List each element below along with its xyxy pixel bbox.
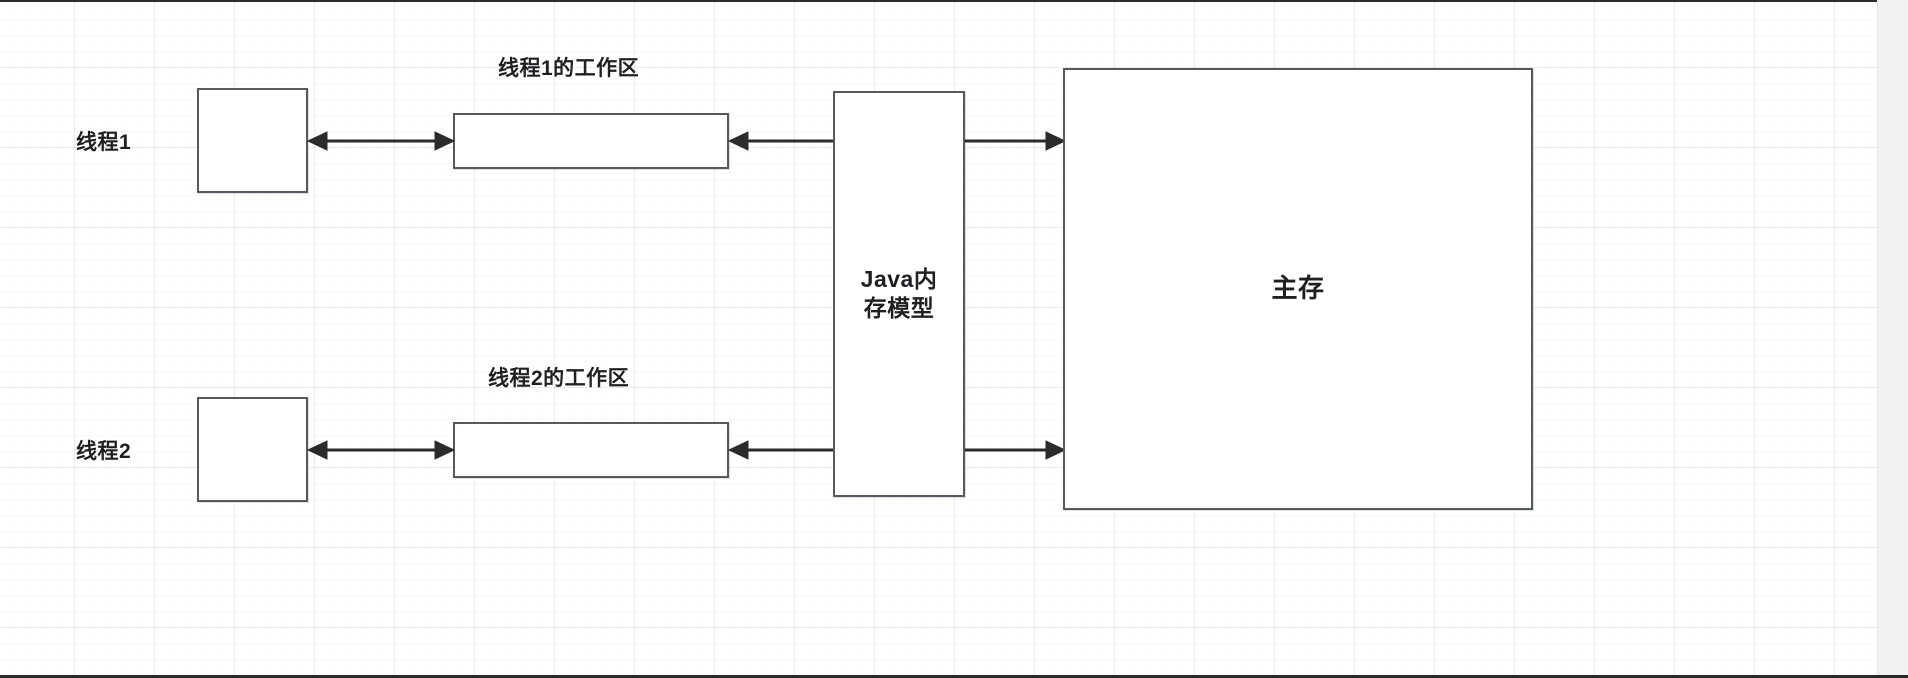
connector-jmm-mainmemory-bottom — [965, 440, 1067, 460]
connector-thread2-workarea2 — [306, 440, 456, 460]
arrowhead-left — [727, 131, 749, 151]
connector-jmm-workarea2 — [727, 440, 835, 460]
thread2-label: 线程2 — [76, 440, 132, 463]
java-memory-model-label: Java内 存模型 — [860, 265, 938, 321]
thread1-label: 线程1 — [76, 131, 132, 154]
arrowhead-left — [306, 440, 328, 460]
work-area-2-label: 线程2的工作区 — [488, 367, 630, 390]
connector-jmm-workarea1 — [727, 131, 835, 151]
main-memory-box[interactable]: 主存 — [1063, 68, 1533, 510]
right-gutter — [1877, 0, 1908, 678]
main-memory-label: 主存 — [1271, 273, 1325, 304]
thread1-box[interactable] — [197, 88, 308, 193]
work-area-1-label: 线程1的工作区 — [498, 57, 640, 80]
arrowhead-right — [1045, 440, 1067, 460]
arrowhead-right — [434, 440, 456, 460]
connector-jmm-mainmemory-top — [965, 131, 1067, 151]
arrowhead-left — [727, 440, 749, 460]
thread2-box[interactable] — [197, 397, 308, 502]
arrowhead-right — [1045, 131, 1067, 151]
work-area-2-box[interactable] — [453, 422, 729, 478]
viewport-top-border — [0, 0, 1908, 2]
arrowhead-right — [434, 131, 456, 151]
connector-thread1-workarea1 — [306, 131, 456, 151]
work-area-1-box[interactable] — [453, 113, 729, 169]
arrowhead-left — [306, 131, 328, 151]
java-memory-model-box[interactable]: Java内 存模型 — [833, 91, 965, 497]
viewport-bottom-border — [0, 675, 1908, 678]
